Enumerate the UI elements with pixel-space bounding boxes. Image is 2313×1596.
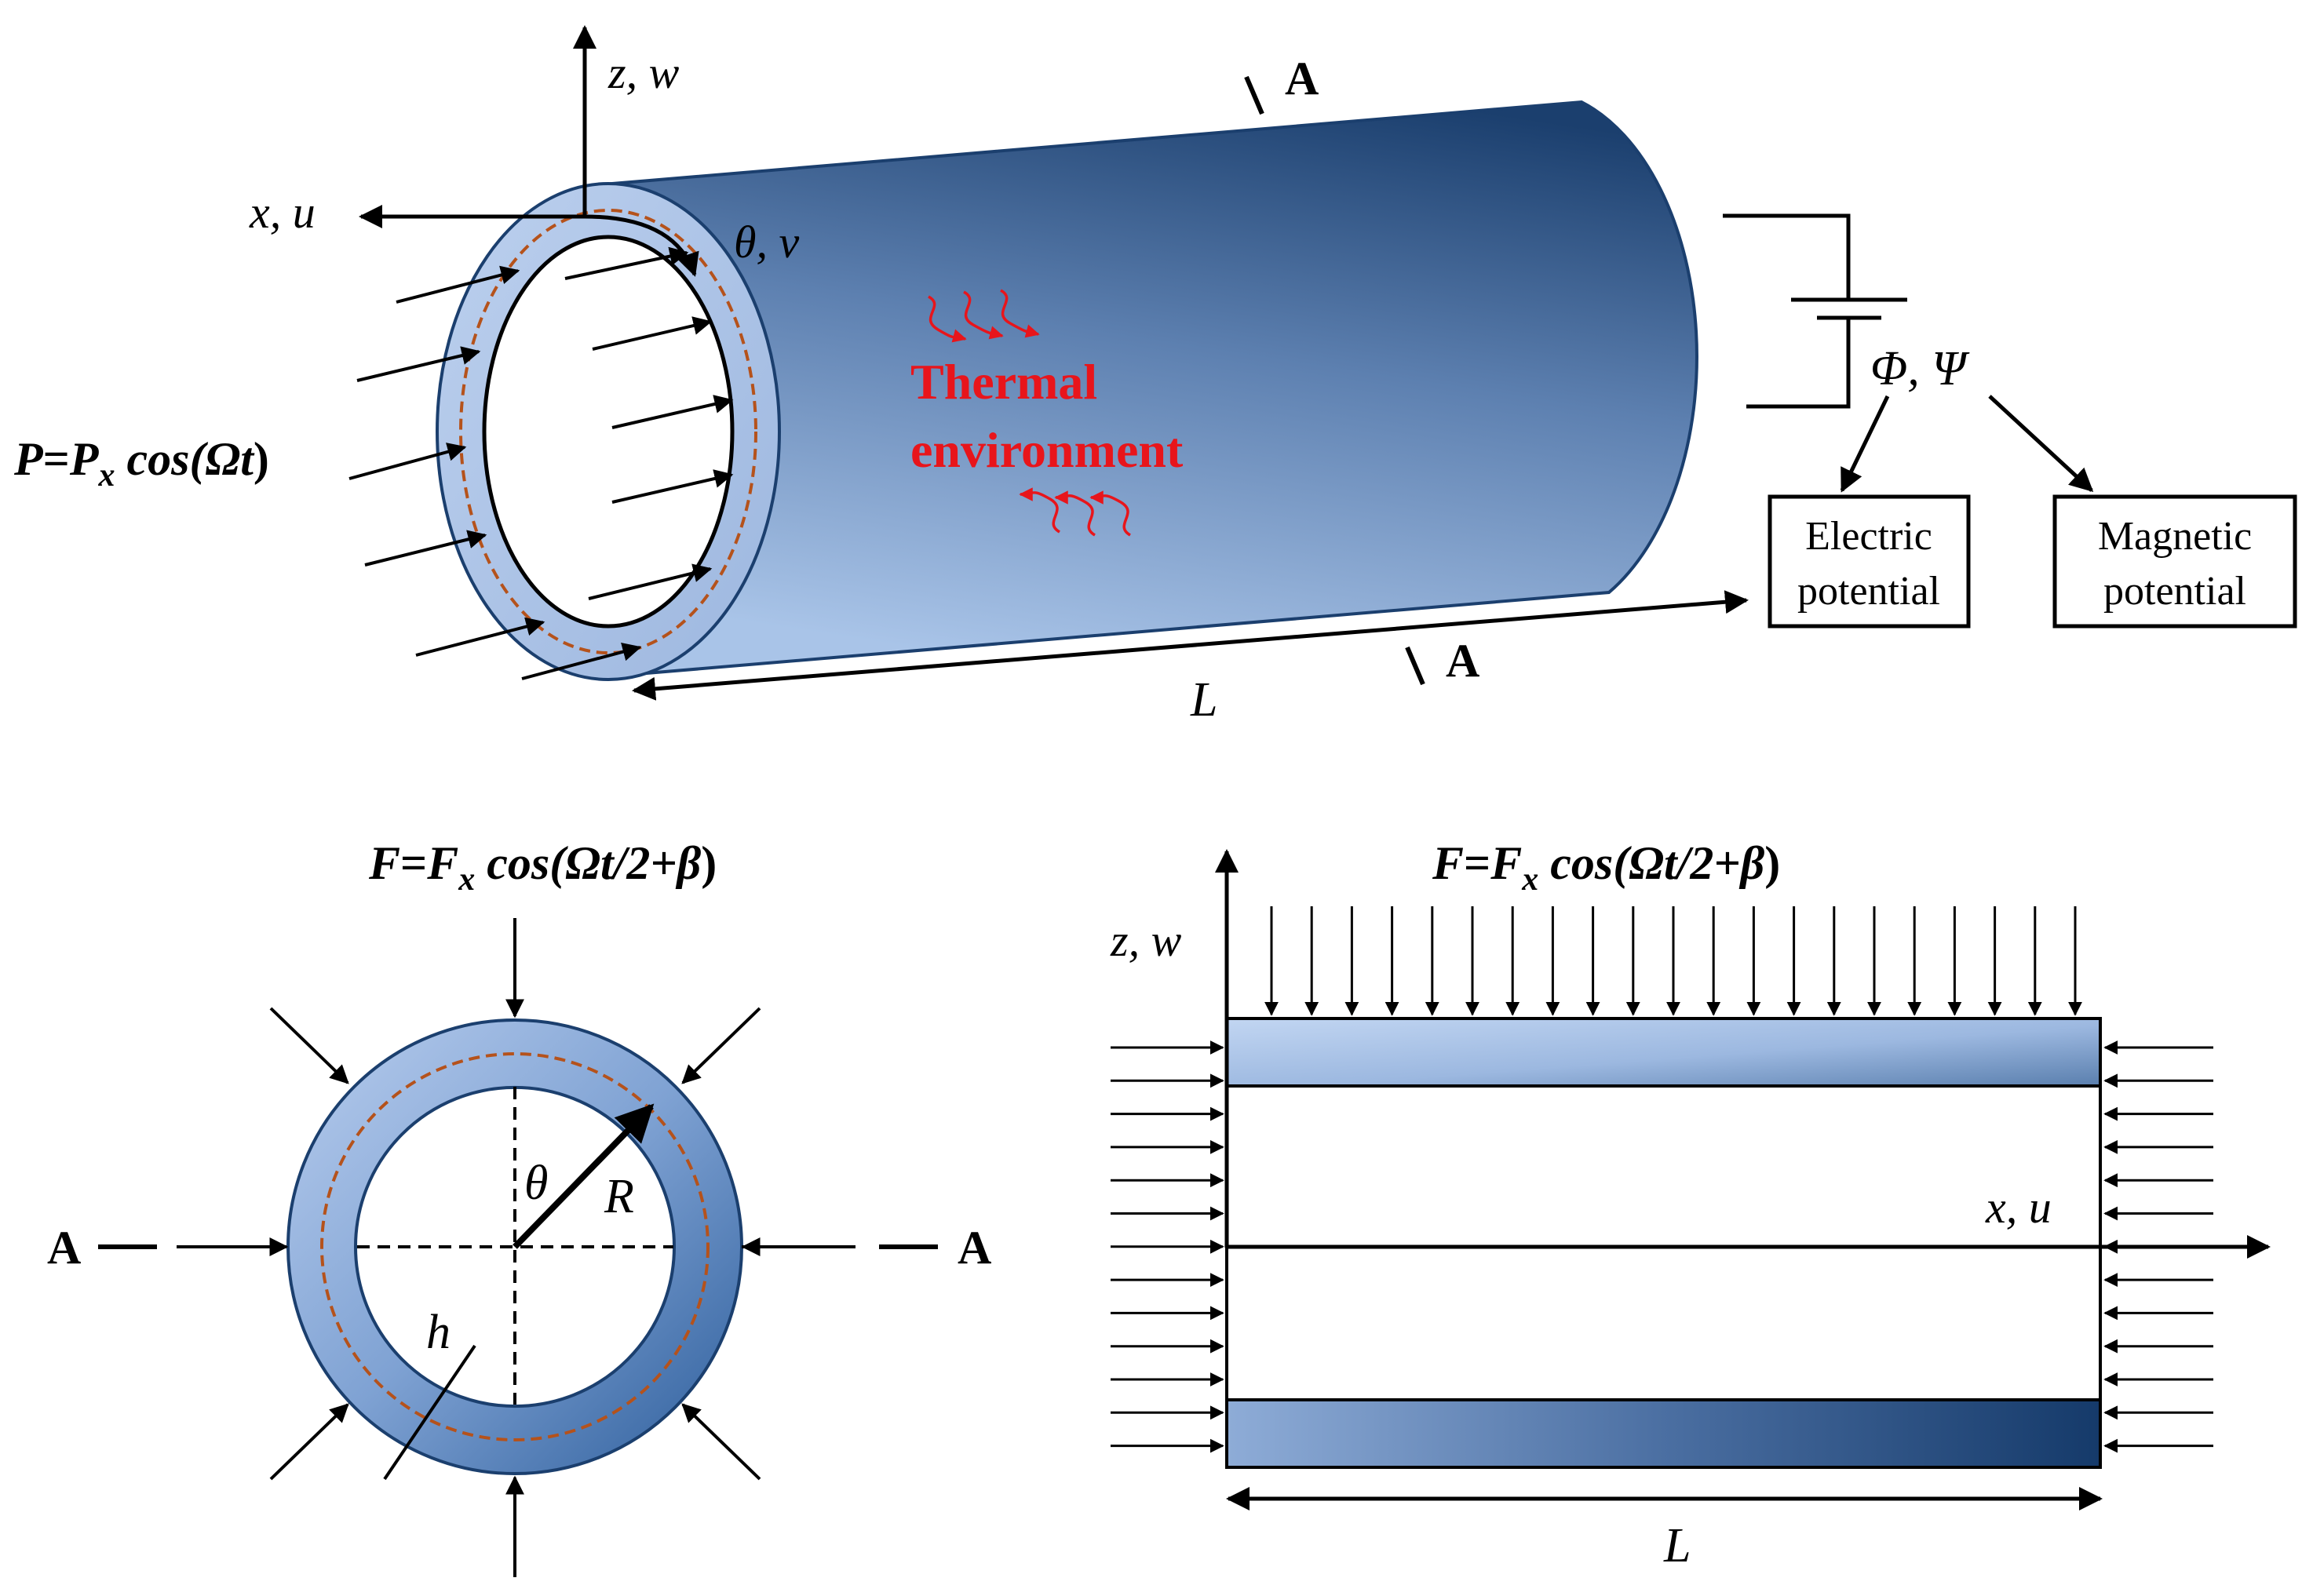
thickness-marker [383,1344,476,1481]
cylinder-inner-hole [482,235,735,629]
bottom-shell-strip [1225,1398,2102,1469]
thermal-label-line1: Thermal [910,354,1097,410]
thickness-label: h [426,1306,451,1359]
theta-axis [584,214,699,277]
top-shell-strip [1225,1017,2102,1088]
magnetic-box-line2: potential [2103,569,2246,614]
theta-axis-label: θ, v [734,217,799,268]
x-axis-label: x, u [249,187,316,238]
section-marker-top: A [1285,53,1319,104]
right-axial-arrows [2103,1040,2213,1453]
longitudinal-z-label: z, w [1110,915,1182,966]
longitudinal-force-label: F=Fx cos(Ωt/2+β) [1432,837,1780,898]
theta-label: θ [524,1157,548,1210]
cylinder-body [582,100,1698,677]
electric-potential-box [1768,494,1971,629]
magnetic-arrow [1988,395,2094,493]
magnetic-box-line1: Magnetic [2098,514,2252,559]
electric-box-line2: potential [1797,569,1940,614]
section-right-label: A [958,1222,991,1274]
radial-force-arrows [177,918,856,1577]
pressure-arrows [348,246,734,680]
section-left-label: A [47,1222,81,1274]
cross-section-mid-surface [320,1052,710,1441]
length-dimension-3d [632,590,1749,701]
radius-arrow [513,1103,655,1249]
left-axial-arrows [1111,1040,1224,1453]
longitudinal-length-label: L [1663,1519,1691,1572]
electric-box-line1: Electric [1805,514,1932,559]
electric-arrow [1840,395,1890,493]
longitudinal-section-view: F=Fx cos(Ωt/2+β) z, w x, u L [1110,837,2271,1572]
length-label-3d: L [1190,673,1217,727]
heat-wave-icons [928,289,1132,537]
coordinate-axes-3d [359,25,699,277]
cross-section-force-label: F=Fx cos(Ωt/2+β) [368,837,717,898]
section-marker-bottom: A [1446,635,1479,687]
magnetic-potential-box [2052,494,2297,629]
section-cut-bottom [1405,646,1425,686]
cross-section-view: F=Fx cos(Ωt/2+β) θ R h A A [47,837,991,1577]
radius-label: R [604,1170,634,1223]
potentials-label: Φ, Ψ [1870,342,1970,395]
load-label: P=Px cos(Ωt) [13,433,269,494]
cylinder-3d-view: z, w x, u θ, v A A L P=Px cos(Ωt) Therma… [13,25,2297,727]
cylinder-mid-surface [459,209,757,654]
battery-icon [1723,213,1907,409]
section-cut-top [1244,75,1264,115]
top-force-arrows [1264,906,2082,1016]
thermal-label-line2: environment [910,422,1184,478]
z-axis-label: z, w [607,47,680,98]
longitudinal-x-label: x, u [1985,1182,2052,1233]
